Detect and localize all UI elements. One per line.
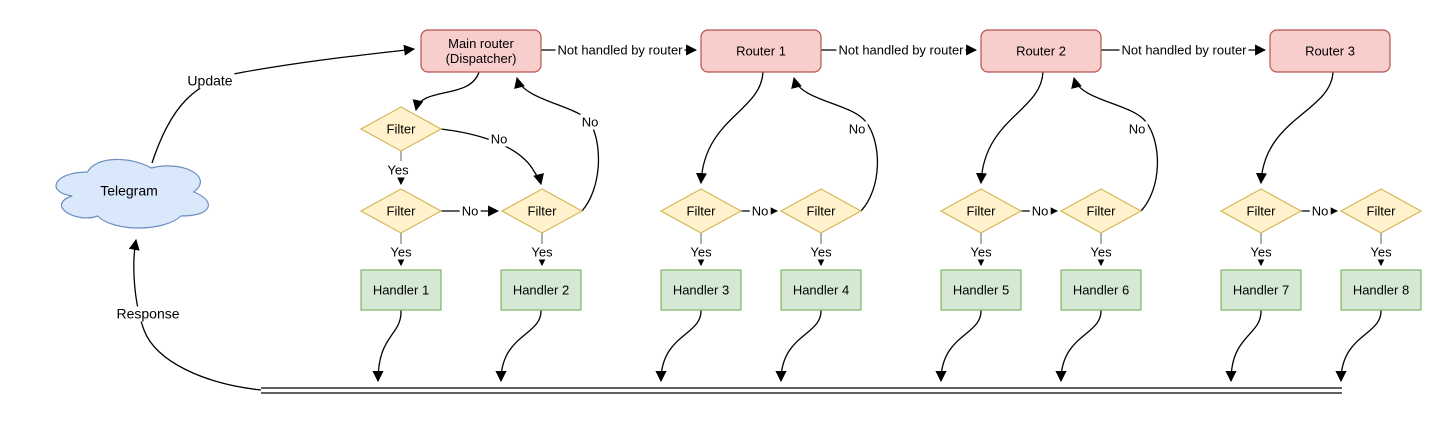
response-arrow xyxy=(128,238,262,391)
router1-label: Router 1 xyxy=(736,43,786,59)
handler4-output-arrow xyxy=(775,309,822,383)
router2-node xyxy=(980,29,1102,73)
filter-node-r2-left xyxy=(939,188,1023,234)
handler2-node xyxy=(500,269,582,311)
filter-node-main-right xyxy=(500,188,584,234)
yes-label-h2: Yes xyxy=(529,244,555,260)
filter-label-r2-right: Filter xyxy=(1086,203,1116,219)
no-label-main-branch: No xyxy=(488,131,510,147)
filter-label-main-left: Filter xyxy=(386,203,416,219)
yes-label-h7: Yes xyxy=(1248,244,1274,260)
yes-label-h6: Yes xyxy=(1088,244,1114,260)
filter-node-r1-right xyxy=(779,188,863,234)
handler8-output-arrow xyxy=(1335,309,1382,383)
yes-label-h5: Yes xyxy=(968,244,994,260)
handler5-label: Handler 5 xyxy=(952,282,1010,298)
handler7-label: Handler 7 xyxy=(1232,282,1290,298)
no-label-r3-between: No xyxy=(1309,203,1331,219)
no-label-main-return: No xyxy=(579,114,601,130)
handler7-output-arrow xyxy=(1225,309,1262,383)
handler6-output-arrow xyxy=(1055,309,1102,383)
handler1-output-arrow xyxy=(372,309,402,383)
not-handled-label-3: Not handled by router xyxy=(1119,42,1249,58)
router2-to-filter-arrow xyxy=(975,71,1044,185)
yes-label-h3: Yes xyxy=(688,244,714,260)
no-label-main-between: No xyxy=(459,203,481,219)
no-label-r2-return: No xyxy=(1126,121,1148,137)
no-label-r1-return: No xyxy=(846,121,868,137)
handler5-output-arrow xyxy=(935,309,982,383)
handler8-node xyxy=(1340,269,1422,311)
no-return-arrow-main xyxy=(514,76,600,212)
yes-label-h8: Yes xyxy=(1368,244,1394,260)
router3-node xyxy=(1269,29,1391,73)
handler8-label: Handler 8 xyxy=(1352,282,1410,298)
handler6-label: Handler 6 xyxy=(1072,282,1130,298)
handler7-node xyxy=(1220,269,1302,311)
handler2-label: Handler 2 xyxy=(512,282,570,298)
handler3-node xyxy=(660,269,742,311)
response-bus-line xyxy=(261,387,1342,394)
no-return-arrow-r2 xyxy=(1071,76,1159,212)
filter-label-r1-right: Filter xyxy=(806,203,836,219)
filter-label-r1-left: Filter xyxy=(686,203,716,219)
update-label: Update xyxy=(185,72,235,89)
router1-to-filter-arrow xyxy=(695,71,764,185)
no-return-arrow-r1 xyxy=(791,76,879,212)
handler4-label: Handler 4 xyxy=(792,282,850,298)
filter-label-main-right: Filter xyxy=(527,203,557,219)
router1-node xyxy=(700,29,822,73)
yes-label-h4: Yes xyxy=(808,244,834,260)
router2-label: Router 2 xyxy=(1016,43,1066,59)
telegram-label: Telegram xyxy=(100,182,158,199)
response-label: Response xyxy=(114,305,182,322)
filter-node-r3-left xyxy=(1219,188,1303,234)
update-arrow xyxy=(151,44,416,164)
filter-node-main-left xyxy=(359,188,443,234)
handler4-node xyxy=(780,269,862,311)
main-router-node xyxy=(420,29,542,73)
handler5-node xyxy=(940,269,1022,311)
no-label-r1-between: No xyxy=(749,203,771,219)
handler1-label: Handler 1 xyxy=(372,282,430,298)
handler6-node xyxy=(1060,269,1142,311)
yes-label-main-top: Yes xyxy=(385,162,411,178)
filter-no-branch-arrow-main xyxy=(440,128,544,186)
filter-node-r3-right xyxy=(1339,188,1423,234)
main-router-label: Main router (Dispatcher) xyxy=(445,36,517,66)
filter-label-r3-right: Filter xyxy=(1366,203,1396,219)
filter-label-main-top: Filter xyxy=(386,121,416,137)
not-handled-label-2: Not handled by router xyxy=(836,42,966,58)
yes-label-h1: Yes xyxy=(388,244,414,260)
handler1-node xyxy=(360,269,442,311)
telegram-cloud xyxy=(55,158,209,229)
router3-label: Router 3 xyxy=(1305,43,1355,59)
no-label-r2-between: No xyxy=(1029,203,1051,219)
filter-node-r1-left xyxy=(659,188,743,234)
handler3-output-arrow xyxy=(655,309,702,383)
filter-label-r2-left: Filter xyxy=(966,203,996,219)
filter-node-main-top xyxy=(359,106,443,152)
filter-node-r2-right xyxy=(1059,188,1143,234)
handler3-label: Handler 3 xyxy=(672,282,730,298)
router3-to-filter-arrow xyxy=(1255,71,1334,185)
handler2-output-arrow xyxy=(495,309,542,383)
main-router-to-filter-arrow xyxy=(412,71,480,112)
not-handled-label-1: Not handled by router xyxy=(555,42,685,58)
filter-label-r3-left: Filter xyxy=(1246,203,1276,219)
